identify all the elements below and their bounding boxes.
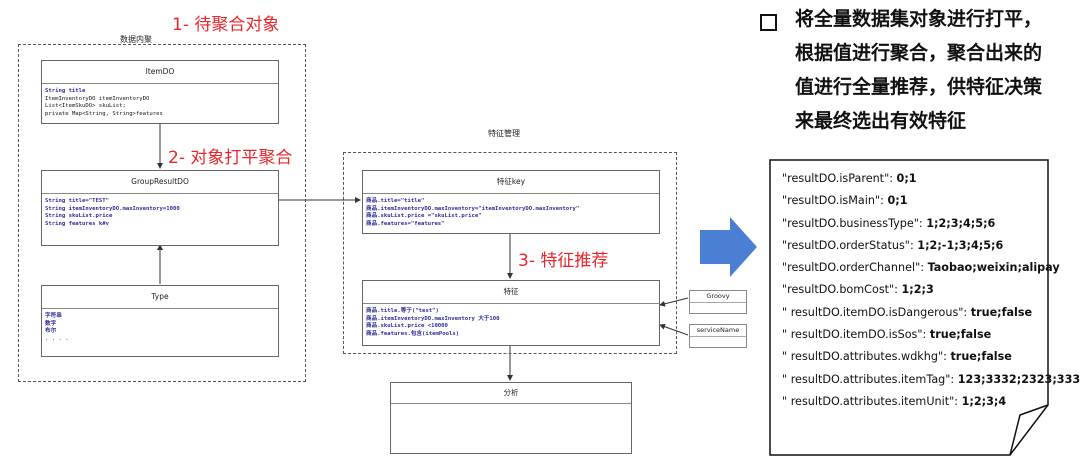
note-card-fold [1009,404,1049,456]
groupresultdo-line: String itemInventoryDO.maxInventory=1000 [45,205,180,212]
note-row: "resultDO.businessType": 1;2;3;4;5;6 [782,213,1080,235]
note-key: "resultDO.isMain": [782,194,888,208]
analysis-title: 分析 [391,383,631,404]
featurekey-box: 特征key 商品.title="title" 商品.itemInventoryD… [362,170,660,234]
servicename-box: serviceName [689,324,747,348]
featurekey-line: 商品.itemInventoryDO.maxInventory="itemInv… [366,205,580,212]
note-value: Taobao;weixin;alipay [927,261,1060,275]
bullet-line: 将全量数据集对象进行打平， [795,8,1043,30]
note-key: " resultDO.attributes.itemUnit": [782,394,962,408]
feature-title: 特征 [363,281,659,304]
feature-mgmt-group [343,152,677,354]
note-row: "resultDO.orderChannel": Taobao;weixin;a… [782,257,1080,279]
note-row: "resultDO.orderStatus": 1;2;-1;3;4;5;6 [782,235,1080,257]
type-line: 布尔 [45,328,57,335]
note-key: " resultDO.itemDO.isSos": [782,328,930,342]
note-value: 1;2;3 [901,283,934,297]
bullet-line: 根据值进行聚合，聚合出来的 [795,42,1043,64]
data-domain-title: 数据内聚 [120,35,152,44]
step1-label: 1- 待聚合对象 [172,15,280,35]
itemdo-line: List<ItemSkuDO> skuList; [45,103,126,110]
bullet-square-icon [760,14,777,31]
note-key: "resultDO.orderChannel": [782,261,928,275]
note-row: "resultDO.isParent": 0;1 [782,168,1080,190]
arrow-groovy-to-feature [659,297,689,307]
type-body: 字符串 数字 布尔 . . . . [42,309,278,347]
note-value: true;false [929,328,992,342]
featurekey-line: 商品.title="title" [366,198,425,204]
feature-line: 商品.itemInventoryDO.maxInventory 大于100 [366,315,500,322]
groupresultdo-line: String features k#v [45,220,109,227]
note-card: "resultDO.isParent": 0;1 "resultDO.isMai… [782,168,1080,413]
feature-line: 商品.skuList.price <10000 [366,323,448,330]
note-row: " resultDO.attributes.itemTag": 123;3332… [782,369,1080,391]
note-row: "resultDO.bomCost": 1;2;3 [782,279,1080,301]
step3-label: 3- 特征推荐 [518,251,609,271]
note-value: 123;3332;2323;333 [957,372,1080,386]
feature-line: 商品.title.等于("test") [366,308,439,314]
note-row: " resultDO.attributes.itemUnit": 1;2;3;4 [782,391,1080,413]
note-row: " resultDO.attributes.wdkhg": true;false [782,346,1080,368]
note-key: " resultDO.attributes.itemTag": [782,372,958,386]
type-line: 数字 [45,320,57,327]
analysis-box: 分析 [390,382,632,454]
bullet-text: 将全量数据集对象进行打平， 根据值进行聚合，聚合出来的 值进行全量推荐，供特征决… [795,2,1042,138]
featurekey-line: 商品.features="features" [366,220,445,227]
note-key: "resultDO.bomCost": [782,283,902,297]
groupresultdo-title: GroupResultDO [42,171,278,194]
note-key: "resultDO.orderStatus": [782,238,918,252]
data-domain-group [18,44,306,382]
note-value: 0;1 [887,194,908,208]
note-key: " resultDO.itemDO.isDangerous": [782,305,971,319]
arrow-servicename-to-feature [659,323,689,336]
itemdo-line: ItemInventoryDO itemInventoryDO [45,95,150,102]
feature-body: 商品.title.等于("test") 商品.itemInventoryDO.m… [363,304,659,342]
groupresultdo-line: String skuList.price [45,213,113,220]
note-card-outline [769,159,1049,456]
featurekey-body: 商品.title="title" 商品.itemInventoryDO.maxI… [363,194,659,232]
feature-line: 商品.features.包含(itemPools) [366,330,460,337]
type-box: Type 字符串 数字 布尔 . . . . [41,285,279,357]
featurekey-line: 商品.skuList.price ="skuList.price" [366,213,482,220]
note-value: 0;1 [896,172,917,185]
groupresultdo-line: String title="TEST" [45,198,109,204]
featurekey-title: 特征key [363,171,659,194]
groovy-box: Groovy [689,290,747,314]
note-value: 1;2;-1;3;4;5;6 [917,238,1004,252]
servicename-label: serviceName [690,325,746,337]
note-row: " resultDO.itemDO.isDangerous": true;fal… [782,302,1080,324]
type-line: 字符串 [45,313,62,319]
type-line: . . . . [45,335,69,342]
itemdo-line: private Map<String, String>features [45,110,163,117]
groupresultdo-body: String title="TEST" String itemInventory… [42,194,278,232]
itemdo-box: ItemDO String title ItemInventoryDO item… [41,60,279,124]
feature-box: 特征 商品.title.等于("test") 商品.itemInventoryD… [362,280,660,346]
bullet-line: 值进行全量推荐，供特征决策 [795,76,1043,98]
bullet-line: 来最终选出有效特征 [795,110,967,132]
groupresultdo-box: GroupResultDO String title="TEST" String… [41,170,279,246]
note-key: "resultDO.isParent": [782,172,897,185]
itemdo-line: String title [45,88,86,94]
step2-label: 2- 对象打平聚合 [168,148,293,168]
note-row: "resultDO.isMain": 0;1 [782,190,1080,212]
itemdo-title: ItemDO [42,61,278,84]
itemdo-body: String title ItemInventoryDO itemInvento… [42,84,278,122]
feature-mgmt-title: 特征管理 [488,129,520,138]
note-value: 1;2;3;4;5;6 [926,216,996,230]
note-value: 1;2;3;4 [961,394,1007,408]
note-key: "resultDO.businessType": [782,216,927,230]
note-value: true;false [970,305,1033,319]
note-value: true;false [950,350,1012,364]
big-right-arrow [700,217,757,277]
type-title: Type [42,286,278,309]
note-key: " resultDO.attributes.wdkhg": [782,350,951,364]
note-row: " resultDO.itemDO.isSos": true;false [782,324,1080,346]
groovy-label: Groovy [690,291,746,303]
